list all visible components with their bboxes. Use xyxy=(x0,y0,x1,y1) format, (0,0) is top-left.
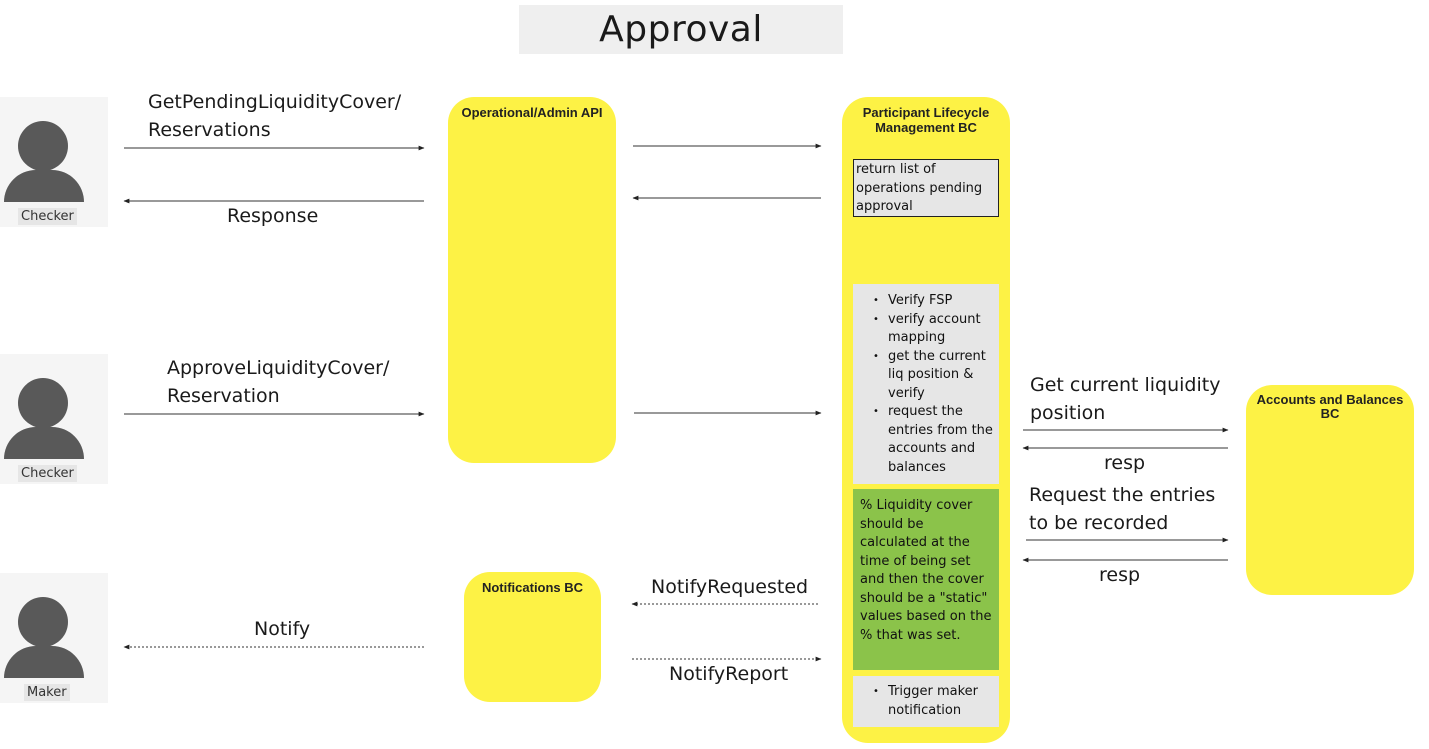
accounts-balances-component: Accounts and Balances BC xyxy=(1246,385,1414,595)
actor-label: Checker xyxy=(18,465,77,482)
get-pending-label: GetPendingLiquidityCover/ Reservations xyxy=(148,91,402,141)
get-liquidity-label: Get current liquidity position xyxy=(1030,374,1221,424)
pending-list-note: return list of operations pending approv… xyxy=(853,159,999,217)
notify-report-label: NotifyReport xyxy=(669,663,789,685)
list-item: verify account mapping xyxy=(873,311,999,348)
response-label: Response xyxy=(227,205,319,227)
person-icon-body xyxy=(4,427,84,459)
notify-requested-label: NotifyRequested xyxy=(651,576,809,598)
participant-lifecycle-label: Participant Lifecycle Management BC xyxy=(862,105,990,135)
person-icon-body xyxy=(4,646,84,678)
admin-api-component: Operational/Admin API xyxy=(448,97,616,463)
verify-steps-note: Verify FSP verify account mapping get th… xyxy=(853,284,999,484)
diagram-title: Approval xyxy=(519,5,843,54)
person-icon xyxy=(18,597,68,647)
actor-label: Checker xyxy=(18,208,77,225)
actor-checker-2: Checker xyxy=(0,354,108,484)
notify-label: Notify xyxy=(254,618,311,640)
request-entries-label: Request the entries to be recorded xyxy=(1029,484,1216,534)
accounts-balances-label: Accounts and Balances BC xyxy=(1256,392,1404,421)
person-icon-body xyxy=(4,170,84,202)
person-icon xyxy=(18,378,68,428)
list-item: Trigger maker notification xyxy=(873,683,999,720)
resp2-label: resp xyxy=(1099,564,1141,586)
verify-steps-list: Verify FSP verify account mapping get th… xyxy=(853,292,999,477)
admin-api-label: Operational/Admin API xyxy=(461,105,603,120)
list-item: Verify FSP xyxy=(873,292,999,311)
list-item: request the entries from the accounts an… xyxy=(873,403,999,477)
trigger-list: Trigger maker notification xyxy=(853,683,999,720)
actor-checker-1: Checker xyxy=(0,97,108,227)
person-icon xyxy=(18,121,68,171)
liquidity-cover-note: % Liquidity cover should be calculated a… xyxy=(853,489,999,670)
actor-maker: Maker xyxy=(0,573,108,703)
actor-label: Maker xyxy=(24,684,70,701)
list-item: get the current liq position & verify xyxy=(873,348,999,404)
notifications-component: Notifications BC xyxy=(464,572,601,702)
trigger-note: Trigger maker notification xyxy=(853,676,999,727)
resp1-label: resp xyxy=(1104,452,1146,474)
approve-label: ApproveLiquidityCover/ Reservation xyxy=(167,357,390,407)
notifications-label: Notifications BC xyxy=(481,580,584,595)
